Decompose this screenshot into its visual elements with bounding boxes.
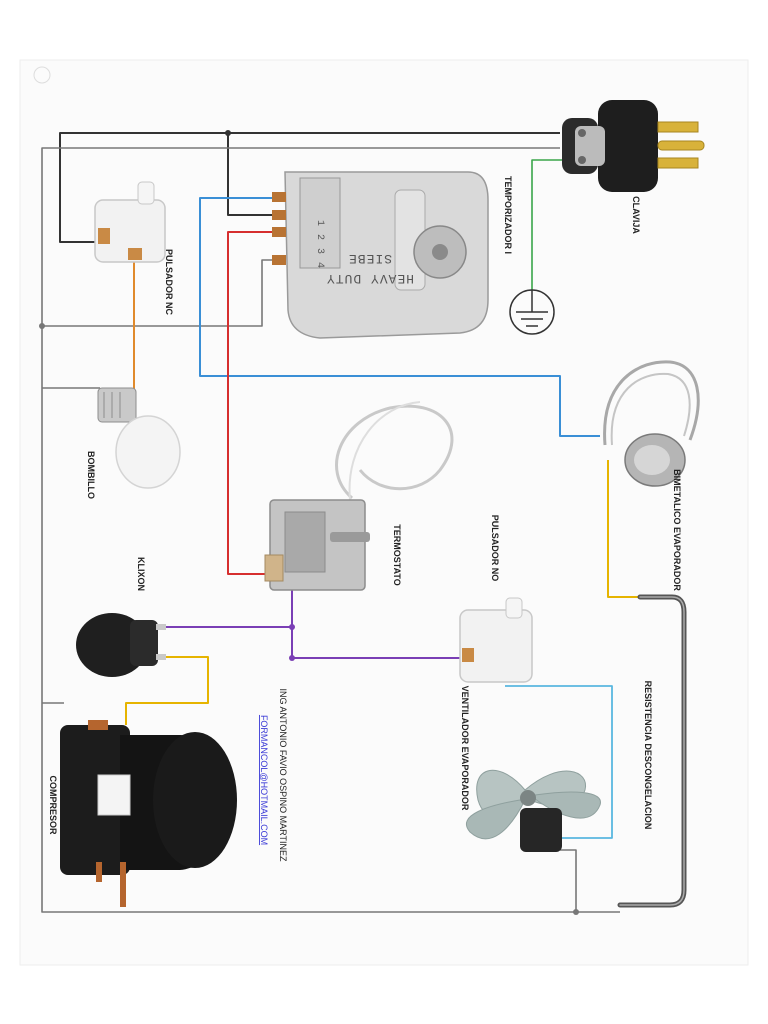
wires — [39, 130, 640, 915]
junction-dot — [289, 624, 295, 630]
label-ventilador: VENTILADOR EVAPORADOR — [460, 686, 470, 811]
defrost-timer-icon: SIEBE HEAVY DUTY 1 2 3 4 — [272, 171, 489, 339]
compressor-icon — [60, 720, 237, 907]
ground-symbol-icon — [509, 289, 555, 335]
wire-yellow-klixon-compressor — [125, 656, 209, 725]
component-labels: CLAVIJA TEMPORIZADOR I PULSADOR NC BOMBI… — [48, 176, 682, 862]
label-bombillo: BOMBILLO — [86, 451, 96, 499]
timer-model: HEAVY DUTY — [326, 271, 414, 286]
wire-neutral-to-fan — [560, 849, 577, 912]
wire-line-to-pulsador-nc — [59, 132, 560, 243]
wire-line-to-timer — [227, 133, 280, 216]
junction-dot — [573, 909, 579, 915]
timer-brand: SIEBE — [348, 251, 392, 266]
junction-dot — [39, 323, 45, 329]
corner-mark-icon — [33, 66, 51, 84]
wire-red-timer-thermostat — [227, 231, 280, 575]
label-klixon: KLIXON — [136, 557, 146, 591]
label-clavija: CLAVIJA — [631, 196, 641, 234]
junction-dot — [289, 655, 295, 661]
author-email-link[interactable]: FORMANCOL@HOTMAIL.COM — [259, 715, 269, 845]
wire-blue-timer-bimetal — [199, 197, 600, 437]
defrost-heater-icon — [617, 594, 687, 908]
bimetal-thermostat-icon — [603, 360, 700, 487]
label-temporizador: TEMPORIZADOR I — [503, 176, 513, 254]
wire-neutral-frame — [41, 147, 620, 913]
wire-ground — [531, 159, 575, 290]
fan-motor-icon — [466, 769, 601, 852]
wire-lightblue-pulsador-fan — [505, 685, 613, 839]
thermostat-icon — [264, 401, 454, 591]
label-compresor: COMPRESOR — [48, 775, 58, 835]
label-resistencia: RESISTENCIA DESCONGELACION — [643, 681, 653, 830]
door-switch-icon — [459, 597, 533, 683]
label-termostato: TERMOSTATO — [392, 524, 402, 586]
junction-dot — [225, 130, 231, 136]
light-bulb-icon — [97, 387, 181, 489]
klixon-overload-icon — [76, 613, 166, 677]
wire-neutral-to-timer — [42, 259, 280, 327]
label-bimetalico: BIMETALICO EVAPORADOR — [672, 469, 682, 591]
plug-icon — [562, 100, 705, 192]
wire-yellow-bimetal-resistance — [607, 460, 640, 598]
timer-terminals: 1 2 3 4 — [314, 220, 325, 269]
label-pulsador-no: PULSADOR NO — [490, 515, 500, 582]
door-switch-icon — [94, 181, 166, 263]
label-pulsador-nc: PULSADOR NC — [164, 249, 174, 316]
label-author: ING ANTONIO FAVIO OSPINO MARTINEZ — [278, 688, 288, 862]
